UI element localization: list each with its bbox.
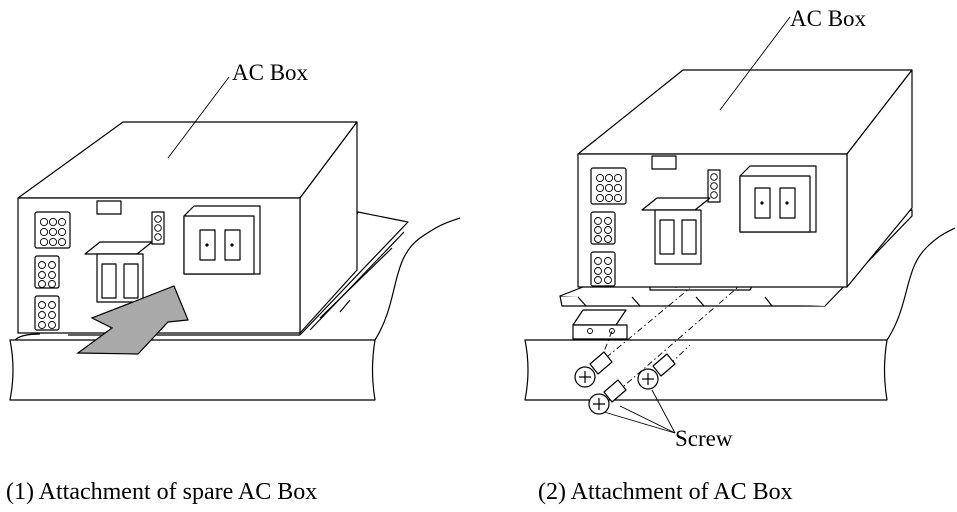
screw-label: Screw [675, 426, 733, 451]
caption-figure-1: (1) Attachment of spare AC Box [6, 479, 317, 505]
breaker-1 [84, 241, 153, 303]
connector-4pin-1b [34, 295, 60, 331]
screw-1 [574, 351, 613, 388]
caption-figure-2: (2) Attachment of AC Box [538, 479, 793, 505]
connector-6pin-2 [590, 167, 627, 205]
figure-2-ac-box: AC Box [524, 6, 956, 451]
ac-box-1: AC Box [17, 60, 358, 334]
rack-shelf-1 [9, 217, 461, 401]
connector-3pin-2 [707, 169, 721, 203]
terminal-block-2 [739, 165, 817, 233]
connector-4pin-1a [34, 255, 60, 289]
ac-box-label-2: AC Box [790, 6, 867, 31]
ac-box-2: AC Box [577, 6, 913, 288]
breaker-2 [641, 197, 711, 265]
terminal-block-1 [183, 205, 261, 275]
figure-1-spare-ac-box: AC Box [9, 60, 461, 401]
mounting-bracket-2 [572, 309, 628, 340]
screw-2 [588, 379, 627, 415]
ac-box-label-1: AC Box [232, 60, 309, 85]
screw-3 [637, 353, 676, 390]
connector-4pin-2a [590, 211, 616, 245]
connector-3pin-1 [151, 211, 165, 245]
insertion-arrow-shape [76, 285, 189, 355]
connector-4pin-2b [590, 251, 616, 287]
connector-6pin-1 [34, 211, 71, 249]
screw-leader-lines [603, 389, 676, 434]
